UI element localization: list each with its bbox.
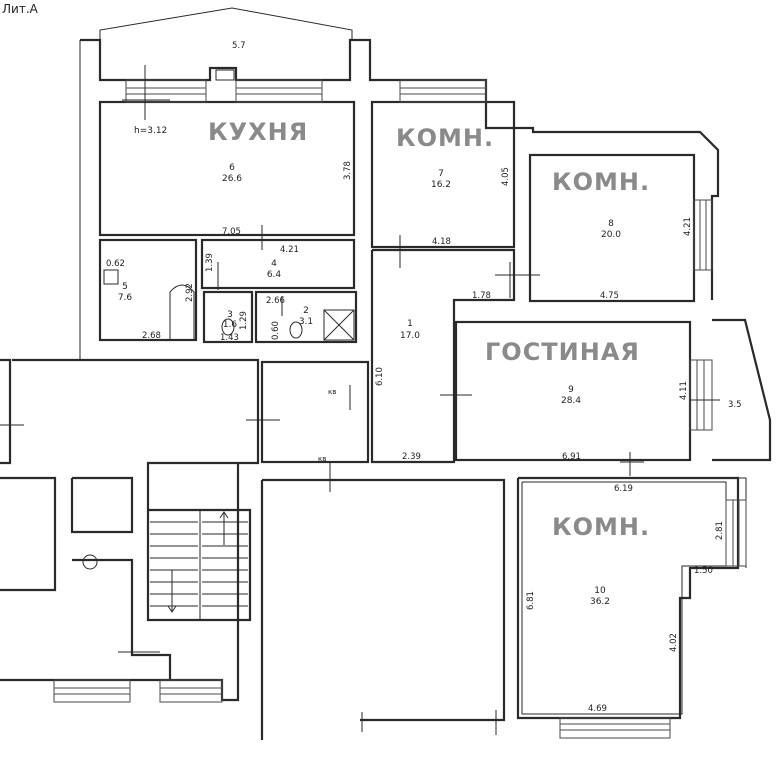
dim-label: 4.11 <box>679 381 689 400</box>
dim-label: 2.39 <box>402 452 421 462</box>
bathtub-icon <box>169 284 195 340</box>
kv-room-outline <box>260 360 370 464</box>
label-room-8: КОМН. <box>552 168 650 196</box>
room-1-area: 17.0 <box>400 331 420 341</box>
room-5-area: 7.6 <box>118 293 133 303</box>
dim-label: 3.78 <box>343 161 353 180</box>
room-9-area: 28.4 <box>561 396 581 406</box>
room-9-number: 9 <box>568 385 574 395</box>
dim-label: 1.29 <box>239 311 249 330</box>
room-7-number: 7 <box>438 169 444 179</box>
dim-label: 1.43 <box>220 333 239 343</box>
kv-mark: кв <box>318 455 326 463</box>
dim-label: 1.39 <box>205 253 215 272</box>
ceiling-height: h=3.12 <box>134 126 167 136</box>
dim-label: 2.92 <box>185 283 195 302</box>
dim-label: 4.21 <box>683 217 693 236</box>
plan-title: Лит.А <box>2 2 39 16</box>
room-6-area: 26.6 <box>222 174 242 184</box>
toilet-icon <box>289 321 303 339</box>
dim-label: 6.81 <box>526 591 536 610</box>
label-room-10: КОМН. <box>552 513 650 541</box>
dim-label: 6.10 <box>375 367 385 386</box>
dim-label: 0.62 <box>106 259 125 269</box>
room-3-outline <box>202 290 254 344</box>
label-room-7: КОМН. <box>396 124 494 152</box>
room-10-number: 10 <box>594 586 606 596</box>
room-7-area: 16.2 <box>431 180 451 190</box>
room-10-area: 36.2 <box>590 597 610 607</box>
dim-label: 0.60 <box>271 321 281 340</box>
toilet-icon <box>221 318 235 336</box>
vent-icon <box>82 554 98 570</box>
dim-label: 1.50 <box>694 566 713 576</box>
dim-label: 1.78 <box>472 291 491 301</box>
room-2-outline <box>254 290 358 344</box>
room-4-area: 6.4 <box>267 270 282 280</box>
dim-label: 2.66 <box>266 296 285 306</box>
label-living: ГОСТИНАЯ <box>485 338 640 366</box>
stairs-icon <box>150 510 248 620</box>
room-4-number: 4 <box>271 259 277 269</box>
room-6-number: 6 <box>229 163 235 173</box>
dim-label: 3.5 <box>728 400 742 410</box>
room-2-area: 3.1 <box>299 317 313 327</box>
dim-label: 6.91 <box>562 452 581 462</box>
room-6-outline <box>98 100 356 237</box>
doors <box>0 65 720 735</box>
dim-label: 2.81 <box>715 521 725 540</box>
dim-label: 4.02 <box>669 633 679 652</box>
dim-label: 4.05 <box>501 167 511 186</box>
shower-icon <box>323 309 355 341</box>
fixtures <box>82 69 355 570</box>
room-8-number: 8 <box>608 219 614 229</box>
dim-label: 4.21 <box>280 245 299 255</box>
room-1-outline <box>370 248 516 464</box>
label-kitchen: КУХНЯ <box>208 118 308 146</box>
room-4-outline <box>200 238 356 290</box>
dim-label: 5.7 <box>232 41 246 51</box>
dim-label: 6.19 <box>614 484 633 494</box>
room-1-number: 1 <box>407 319 413 329</box>
room-5-outline <box>98 238 198 342</box>
sink-icon <box>103 269 119 285</box>
room-5-number: 5 <box>122 282 128 292</box>
outer-walls <box>0 7 772 740</box>
dim-label: 7.05 <box>222 227 241 237</box>
dim-label: 2.68 <box>142 331 161 341</box>
dim-label: 4.18 <box>432 237 451 247</box>
windows <box>53 79 747 739</box>
kv-mark: кв <box>328 388 336 396</box>
dim-label: 4.75 <box>600 291 619 301</box>
dim-label: 4.69 <box>588 704 607 714</box>
room-3-number: 3 <box>227 310 233 320</box>
room-2-number: 2 <box>303 306 309 316</box>
room-8-area: 20.0 <box>601 230 621 240</box>
room-3-area: 1.6 <box>223 320 238 330</box>
